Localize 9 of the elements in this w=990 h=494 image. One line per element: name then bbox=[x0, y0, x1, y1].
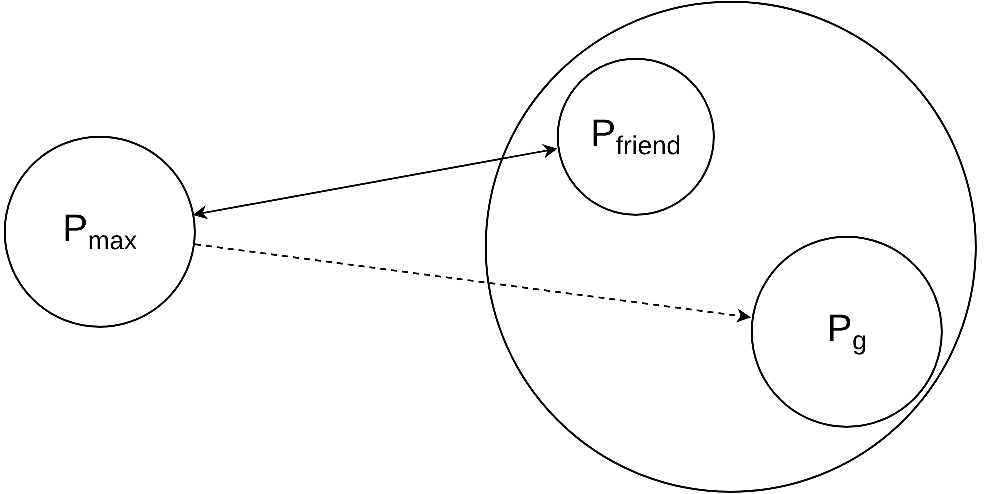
group-circle bbox=[485, 1, 977, 493]
arrow bbox=[193, 144, 558, 220]
arrow bbox=[195, 244, 752, 323]
node-label: P$_{max}$ bbox=[62, 208, 138, 256]
node-label: P$_{g}$ bbox=[827, 308, 867, 356]
node-label: P$_{friend}$ bbox=[590, 112, 682, 162]
circle-node bbox=[4, 136, 196, 328]
circle-node bbox=[557, 58, 715, 216]
circle-node bbox=[751, 236, 943, 428]
